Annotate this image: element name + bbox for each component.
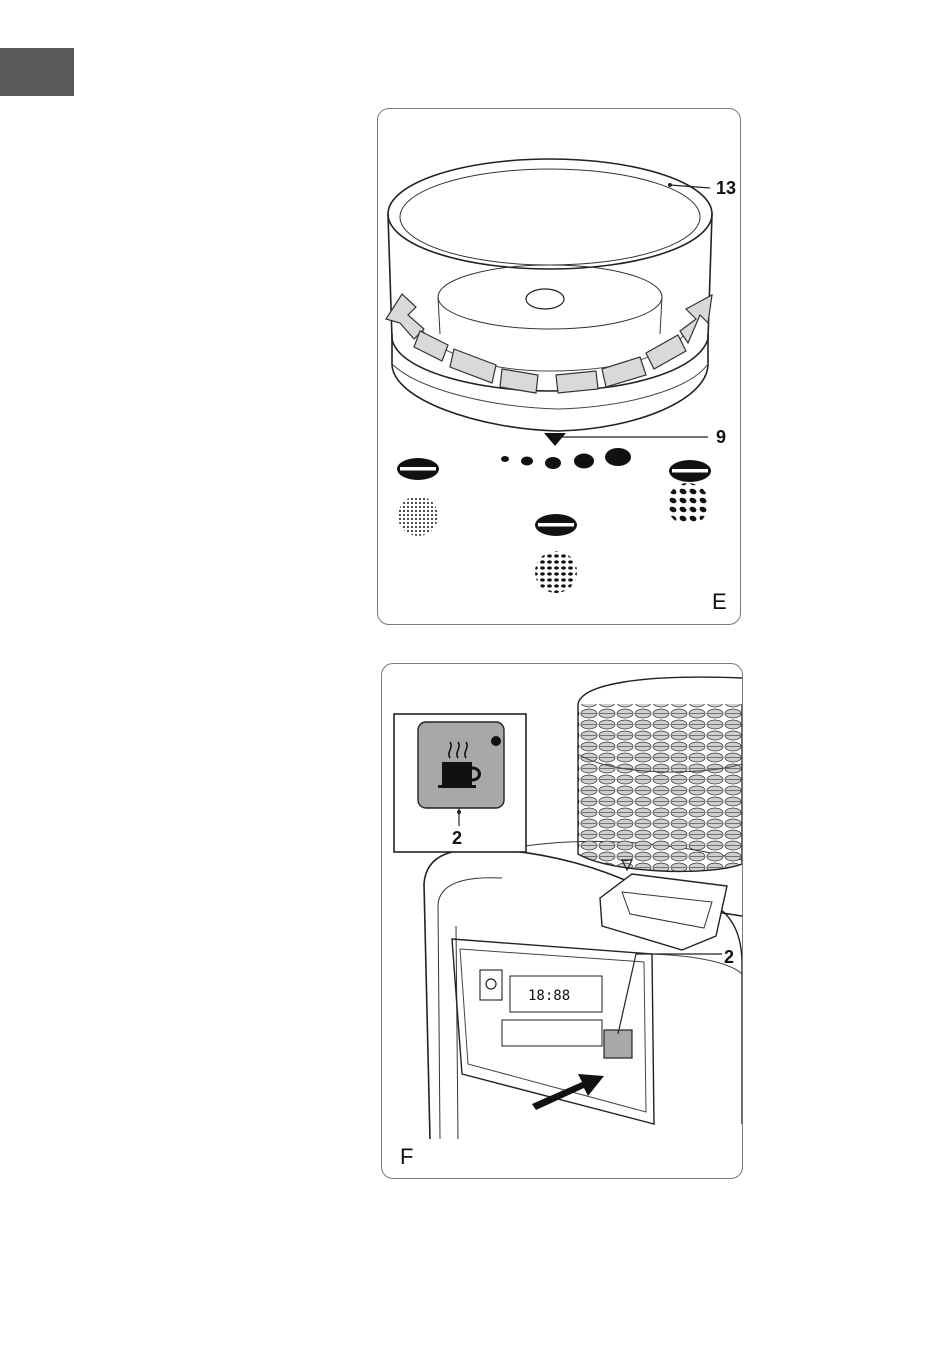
language-tab [0,48,74,96]
figure-e-panel: 13 9 E [377,108,741,625]
figure-f-label: F [400,1144,413,1170]
grind-size-scale [501,448,631,469]
callout-pointer: 9 [716,427,726,448]
bean-icons [397,458,711,536]
callout-panel-button: 2 [724,947,734,968]
cup-button-small [604,1030,632,1058]
callout-container: 13 [716,178,736,199]
figure-e-label: E [712,589,727,615]
callout-inset-button: 2 [452,828,462,849]
press-arrow-icon [532,1074,604,1110]
grind-pointer-icon [544,433,566,446]
figure-f-panel: 18:88 2 2 F [381,663,743,1179]
svg-text:18:88: 18:88 [528,988,570,1004]
indicator-light-icon [491,736,501,746]
grind-texture-samples [398,483,709,593]
bean-container-illustration [378,109,740,624]
machine-illustration: 18:88 [382,664,742,1178]
